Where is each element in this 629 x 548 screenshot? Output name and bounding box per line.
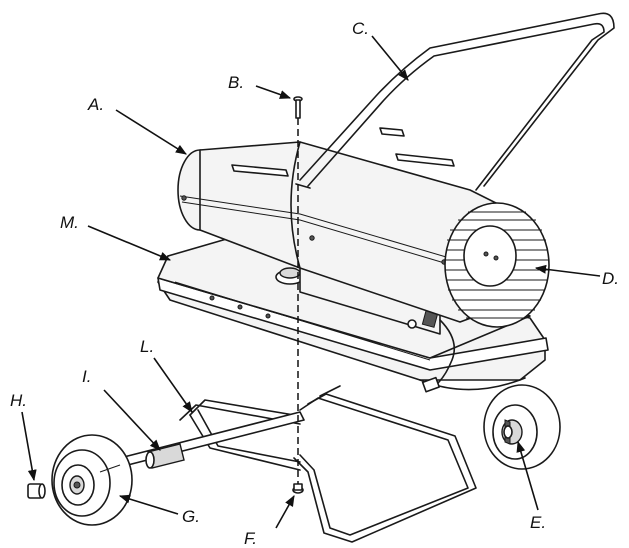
arrow-G	[118, 494, 179, 515]
arrow-E	[516, 440, 539, 511]
wheel-frame	[179, 385, 477, 543]
front-wheel	[51, 434, 133, 526]
label-C: C.	[352, 19, 369, 38]
fuel-tank	[157, 237, 549, 393]
label-D: D.	[602, 269, 619, 288]
label-M: M.	[60, 213, 79, 232]
arrow-A	[115, 109, 187, 155]
label-L: L.	[140, 337, 154, 356]
front-grill	[444, 202, 550, 328]
arrow-H	[21, 411, 37, 482]
label-A: A.	[87, 95, 104, 114]
label-B: B.	[228, 73, 244, 92]
part-labels: A. B. C. D. E. F. G. H. I. L. M.	[10, 19, 619, 548]
arrow-B	[255, 85, 292, 99]
hub-cap	[27, 483, 46, 499]
label-F: F.	[244, 529, 257, 548]
axle	[119, 411, 305, 469]
nut	[292, 483, 304, 494]
arrow-M	[87, 225, 172, 261]
bolt	[293, 96, 303, 119]
label-H: H.	[10, 391, 27, 410]
label-G: G.	[182, 507, 200, 526]
arrow-I	[103, 389, 161, 451]
rear-wheel	[483, 384, 561, 470]
label-E: E.	[530, 513, 546, 532]
arrow-F	[275, 495, 295, 529]
label-I: I.	[82, 367, 91, 386]
arrow-L	[153, 357, 193, 413]
arrow-D	[534, 264, 601, 277]
leader-arrows	[21, 35, 601, 529]
arrow-C	[371, 35, 409, 81]
